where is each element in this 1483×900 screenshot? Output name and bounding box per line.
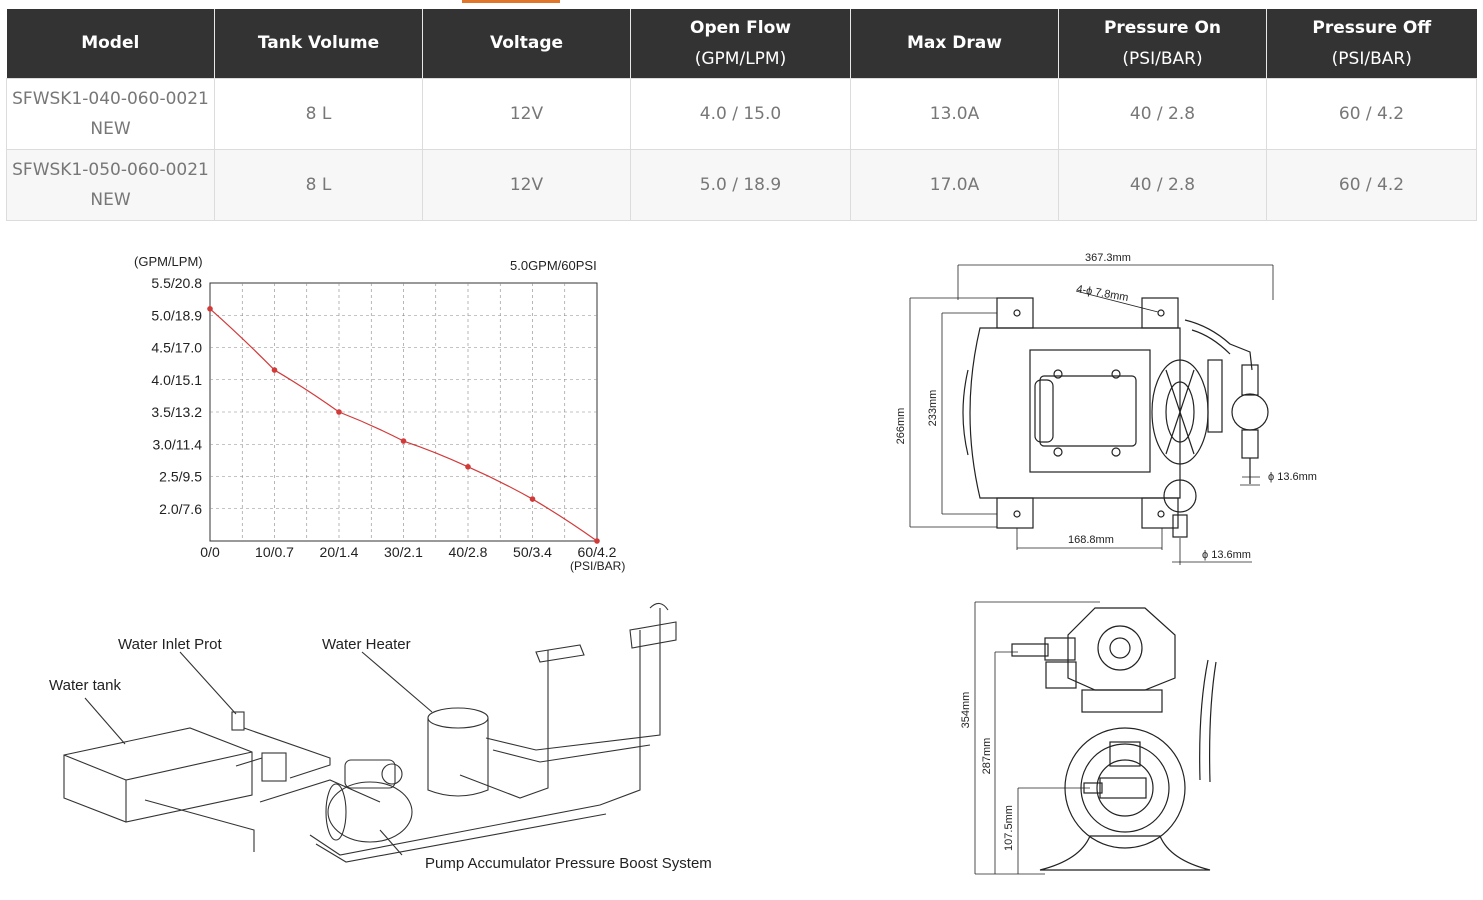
y-tick-label: 2.0/7.6 [159,501,202,517]
motor [1039,375,1137,447]
cell-pressure-off: 60 / 4.2 [1266,78,1477,150]
header-model: Model [6,9,215,79]
x-tick-label: 40/2.8 [449,544,488,560]
header-pressure-on: Pressure On(PSI/BAR) [1058,9,1267,79]
pump-side-drawing: 354mm 287mm 107.5mm [960,601,1217,875]
dim-height-outer: 266mm [895,408,907,445]
cell-flow: 4.0 / 15.0 [630,78,851,150]
water-heater-shape [427,707,489,729]
header-voltage: Voltage [422,9,631,79]
stand [1039,835,1211,871]
label-pump-system: Pump Accumulator Pressure Boost System [425,855,712,872]
dim-side-h2: 287mm [981,738,993,775]
chart-grid [210,283,597,541]
pressure-gauge [1231,393,1269,431]
spec-table: Model Tank Volume Voltage Open Flow(GPM/… [6,9,1477,221]
x-tick-label: 20/1.4 [320,544,359,560]
y-tick-label: 3.0/11.4 [152,436,202,452]
label-water-heater: Water Heater [322,636,411,653]
header-open-flow: Open Flow(GPM/LPM) [630,9,851,79]
chart-point [465,464,471,470]
x-tick-label: 30/2.1 [384,544,423,560]
header-tank-volume: Tank Volume [214,9,423,79]
dim-width: 367.3mm [1085,252,1131,264]
cell-voltage: 12V [422,78,631,150]
motor-plate [1029,349,1151,473]
y-tick-label: 2.5/9.5 [159,469,202,485]
chart-point [594,538,600,544]
chart-x-ticks: 0/0 10/0.7 20/1.4 30/2.1 40/2.8 50/3.4 60/4.2 [200,544,616,560]
chart-point [271,367,278,373]
dim-side-h1: 354mm [960,692,972,729]
cell-voltage: 12V [422,149,631,221]
y-tick-label: 5.0/18.9 [151,307,202,323]
pump-accumulator-shape [327,781,413,843]
tank-body [969,327,1181,499]
y-tick-label: 3.5/13.2 [151,404,202,420]
dim-side-h3: 107.5mm [1003,805,1015,851]
mount-foot [996,497,1034,529]
chart-point [207,306,213,312]
dim-holes: 4-ϕ 7.8mm [1075,283,1129,304]
dim-port-right: ϕ 13.6mm [1268,471,1317,483]
water-tank-shape [63,727,253,823]
table-header-row: Model Tank Volume Voltage Open Flow(GPM/… [6,9,1477,79]
y-tick-label: 5.5/20.8 [151,275,202,291]
dim-port-bottom: ϕ 13.6mm [1202,549,1251,561]
performance-chart: (GPM/LPM) 5.0GPM/60PSI 2.0/7.6 2.5/9.5 3.0… [134,254,625,573]
x-tick-label: 60/4.2 [578,544,617,560]
system-diagram: Water tank Water Inlet Prot Water Heater… [49,602,712,872]
label-water-inlet: Water Inlet Prot [118,636,222,653]
cell-pressure-on: 40 / 2.8 [1058,78,1267,150]
cell-pressure-on: 40 / 2.8 [1058,149,1267,221]
pump-top-drawing: 367.3mm 4-ϕ 7.8mm 266mm 233mm 168.8mm ϕ … [895,252,1317,565]
y-tick-label: 4.0/15.1 [151,372,202,388]
label-water-tank: Water tank [49,677,121,694]
cell-draw: 13.0A [850,78,1059,150]
cell-tank: 8 L [214,149,423,221]
chart-points [207,306,600,544]
y-tick-label: 4.5/17.0 [151,340,202,356]
chart-xlabel: (PSI/BAR) [570,559,625,573]
pump-head-side [1067,607,1176,691]
mount-foot [996,297,1034,329]
cell-flow: 5.0 / 18.9 [630,149,851,221]
x-tick-label: 50/3.4 [513,544,552,560]
cell-pressure-off: 60 / 4.2 [1266,149,1477,221]
header-pressure-off: Pressure Off(PSI/BAR) [1266,9,1477,79]
chart-point [336,409,342,415]
x-tick-label: 0/0 [200,544,220,560]
dim-height-inner: 233mm [927,390,939,427]
chart-point [529,496,536,502]
cell-tank: 8 L [214,78,423,150]
x-tick-label: 10/0.7 [255,544,294,560]
cell-draw: 17.0A [850,149,1059,221]
mount-foot [1141,297,1179,329]
header-max-draw: Max Draw [850,9,1059,79]
accent-bar [462,0,560,3]
chart-point [400,438,407,444]
chart-ylabel: (GPM/LPM) [134,254,203,269]
chart-y-ticks: 2.0/7.6 2.5/9.5 3.0/11.4 3.5/13.2 4.0/15.1 4.… [151,275,202,517]
chart-title: 5.0GPM/60PSI [510,258,597,273]
dim-bottom: 168.8mm [1068,534,1114,546]
